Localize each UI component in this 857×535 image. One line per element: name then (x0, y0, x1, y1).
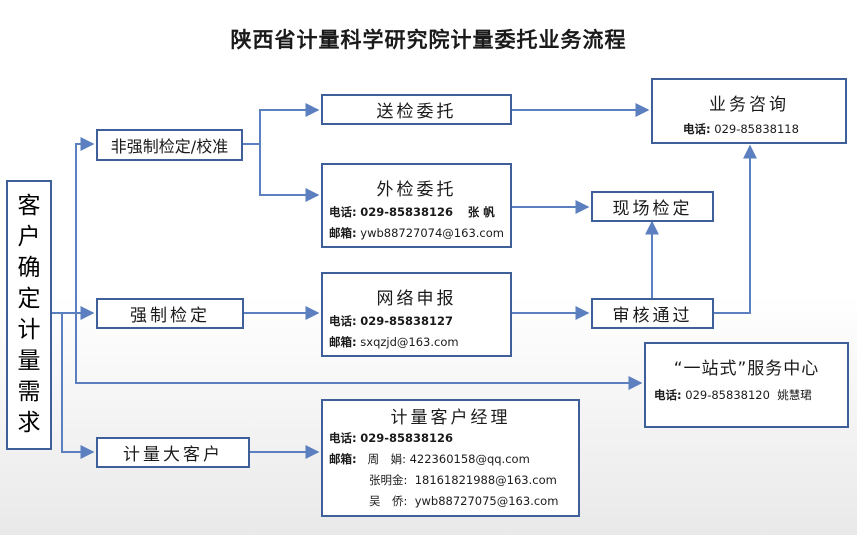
client-char: 计 (17, 317, 41, 343)
phone-label: 电话: (329, 431, 357, 445)
send-inspect-box: 送检委托 (321, 94, 512, 125)
service-phone: 029-85838120 (685, 388, 770, 402)
onsite-inspect-box: 现场检定 (591, 191, 714, 222)
client-char: 需 (17, 379, 41, 405)
client-char: 确 (17, 255, 41, 281)
email-label: 邮箱: (329, 452, 357, 466)
client-char: 求 (17, 410, 41, 436)
client-char: 定 (17, 286, 41, 312)
outside-inspect-title: 外检委托 (376, 180, 457, 200)
outside-phone: 029-85838126 (360, 205, 454, 219)
outside-email: ywb88727074@163.com (360, 226, 504, 240)
arrow-client-to-key-account (61, 313, 95, 459)
phone-label: 电话: (654, 388, 682, 402)
arrow-client-to-non-mandatory (52, 137, 95, 314)
manager-phone: 029-85838126 (360, 431, 454, 445)
arrow-to-send-inspect (259, 103, 320, 144)
manager-contact-name: 吴 侨: (369, 494, 408, 508)
email-label: 邮箱: (329, 226, 357, 240)
business-consult-box: 业务咨询 电话: 029-85838118 (651, 78, 847, 144)
mandatory-box: 强制检定 (96, 298, 244, 329)
key-account-box: 计量大客户 (96, 437, 250, 468)
service-center-title: “一站式”服务中心 (673, 359, 820, 379)
phone-label: 电话: (329, 314, 357, 328)
online-email: sxqzjd@163.com (360, 335, 459, 349)
service-center-box: “一站式”服务中心 电话: 029-85838120 姚慧珺 (644, 342, 849, 428)
outside-inspect-box: 外检委托 电话: 029-85838126 张 帆 邮箱: ywb8872707… (321, 163, 512, 248)
outside-contact: 张 帆 (467, 205, 495, 219)
page-title: 陕西省计量科学研究院计量委托业务流程 (230, 28, 627, 52)
client-char: 量 (17, 348, 41, 374)
arrow-client-to-service-center (75, 313, 643, 390)
service-contact: 姚慧珺 (777, 388, 812, 402)
manager-contact-email: ywb88727075@163.com (414, 494, 559, 508)
client-needs-box: 客 户 确 定 计 量 需 求 (6, 180, 52, 450)
review-pass-box: 审核通过 (591, 298, 714, 329)
online-apply-box: 网络申报 电话: 029-85838127 邮箱: sxqzjd@163.com (321, 272, 512, 357)
consult-phone: 029-85838118 (714, 122, 799, 136)
phone-label: 电话: (683, 122, 711, 136)
business-consult-title: 业务咨询 (709, 95, 789, 115)
phone-label: 电话: (329, 205, 357, 219)
email-label: 邮箱: (329, 335, 357, 349)
online-phone: 029-85838127 (360, 314, 454, 328)
client-char: 客 (17, 193, 41, 219)
manager-contact-email: 422360158@qq.com (409, 452, 530, 466)
account-manager-box: 计量客户经理 电话: 029-85838126 邮箱: 周 娟: 4223601… (321, 399, 580, 517)
arrow-to-outside-inspect (259, 144, 320, 202)
manager-contact-name: 周 娟: (367, 452, 406, 466)
non-mandatory-box: 非强制检定/校准 (96, 129, 243, 161)
arrow-review-to-consult (714, 144, 757, 314)
online-apply-title: 网络申报 (376, 289, 457, 309)
manager-contact-name: 张明金: (369, 473, 408, 487)
manager-contact-email: 18161821988@163.com (414, 473, 557, 487)
client-char: 户 (17, 224, 41, 250)
account-manager-title: 计量客户经理 (390, 408, 511, 428)
